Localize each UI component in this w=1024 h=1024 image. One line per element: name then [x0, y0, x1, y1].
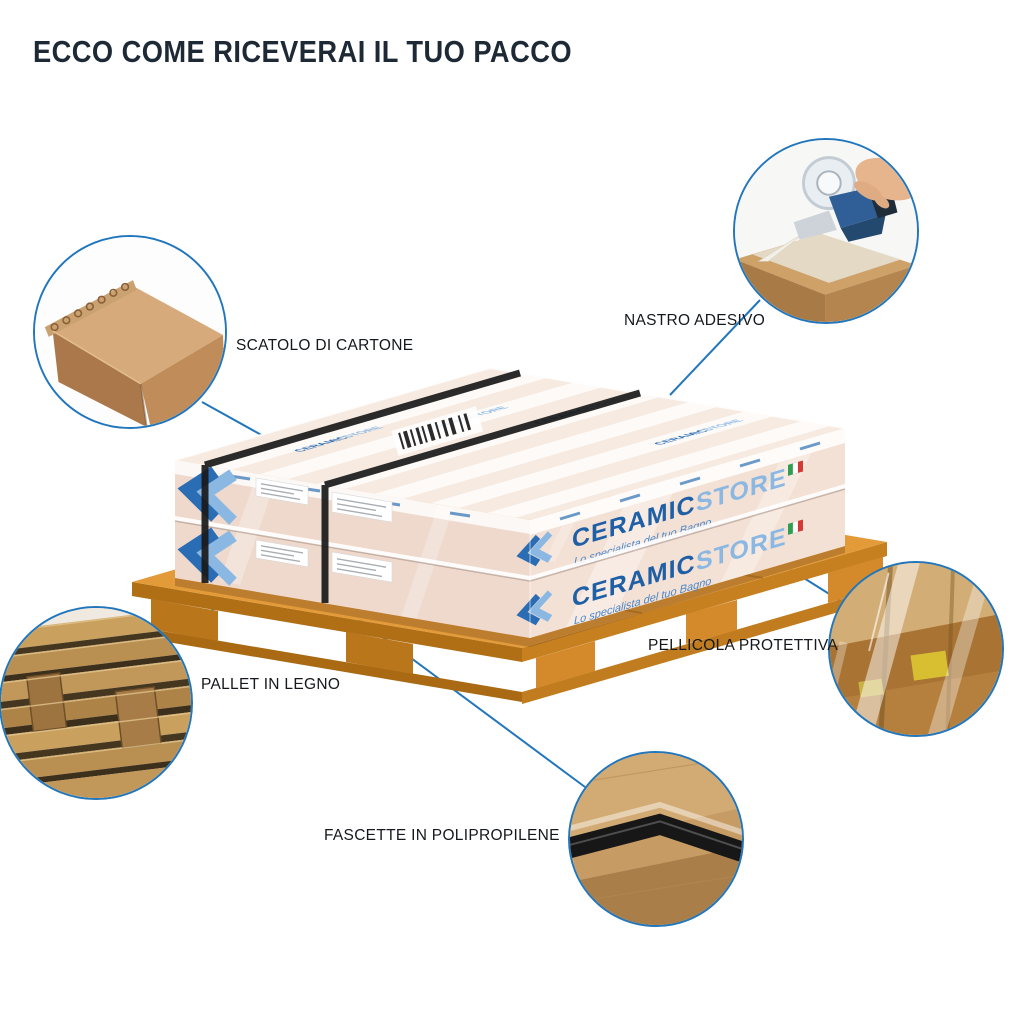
double-left-chevron-icon: [516, 590, 553, 626]
tape-photo: [733, 138, 919, 324]
pallet-block: [828, 557, 883, 603]
front-band-mini-logos: [559, 441, 821, 521]
strap-top-segment: [204, 369, 521, 469]
label-protective-film: PELLICOLA PROTETTIVA: [648, 637, 839, 654]
film-photo: [828, 561, 1004, 737]
straps-photo: [568, 751, 744, 927]
pallet-deck-edge: [132, 582, 522, 662]
shipping-label: [255, 477, 309, 506]
label-wooden-pallet: PALLET IN LEGNO: [201, 676, 341, 693]
film-sheen: [830, 563, 991, 735]
stacked-box-seam: [174, 484, 846, 582]
cardboard-photo: [33, 235, 227, 429]
pallet-photo: [0, 606, 193, 800]
connector-line-tape: [669, 299, 761, 396]
strap-top-segment: [324, 389, 641, 489]
shipping-label: [331, 551, 393, 583]
package-edge-highlights: [174, 367, 846, 638]
film-photo-art: [830, 563, 1002, 735]
label-polypropylene-straps: FASCETTE IN POLIPROPILENE: [324, 827, 560, 844]
pallet-bottom-rail: [522, 586, 887, 704]
pallet-planks: [1, 608, 191, 798]
label-adhesive-tape: NASTRO ADESIVO: [624, 312, 766, 329]
pallet-photo-art: [1, 608, 191, 798]
pallet-deck-edge: [522, 542, 887, 662]
double-left-chevron-icon: [516, 531, 553, 567]
pallet-bottom-rail: [132, 626, 522, 702]
barcode-label: [391, 406, 484, 456]
tape-photo-art: [735, 140, 917, 322]
pallet-block: [536, 641, 595, 688]
cardboard-photo-art: [35, 237, 225, 427]
label-cardboard-box: SCATOLO DI CARTONE: [236, 337, 414, 354]
pallet-block: [346, 632, 413, 674]
straps-photo-art: [570, 753, 742, 925]
corrugation-flutes: [50, 282, 130, 332]
pallet-block: [686, 600, 737, 644]
wrapped-package-illustration: CERAMIC STORE Lo specialista del tuo Bag…: [174, 367, 846, 638]
strap-lines: [201, 369, 641, 603]
shipping-label: [255, 539, 309, 568]
pallet-block: [151, 599, 218, 641]
shipping-label: [331, 491, 393, 523]
page-title: ECCO COME RICEVERAI IL TUO PACCO: [33, 34, 573, 69]
italian-flag-icon: [788, 519, 803, 535]
italian-flag-icon: [788, 460, 803, 476]
